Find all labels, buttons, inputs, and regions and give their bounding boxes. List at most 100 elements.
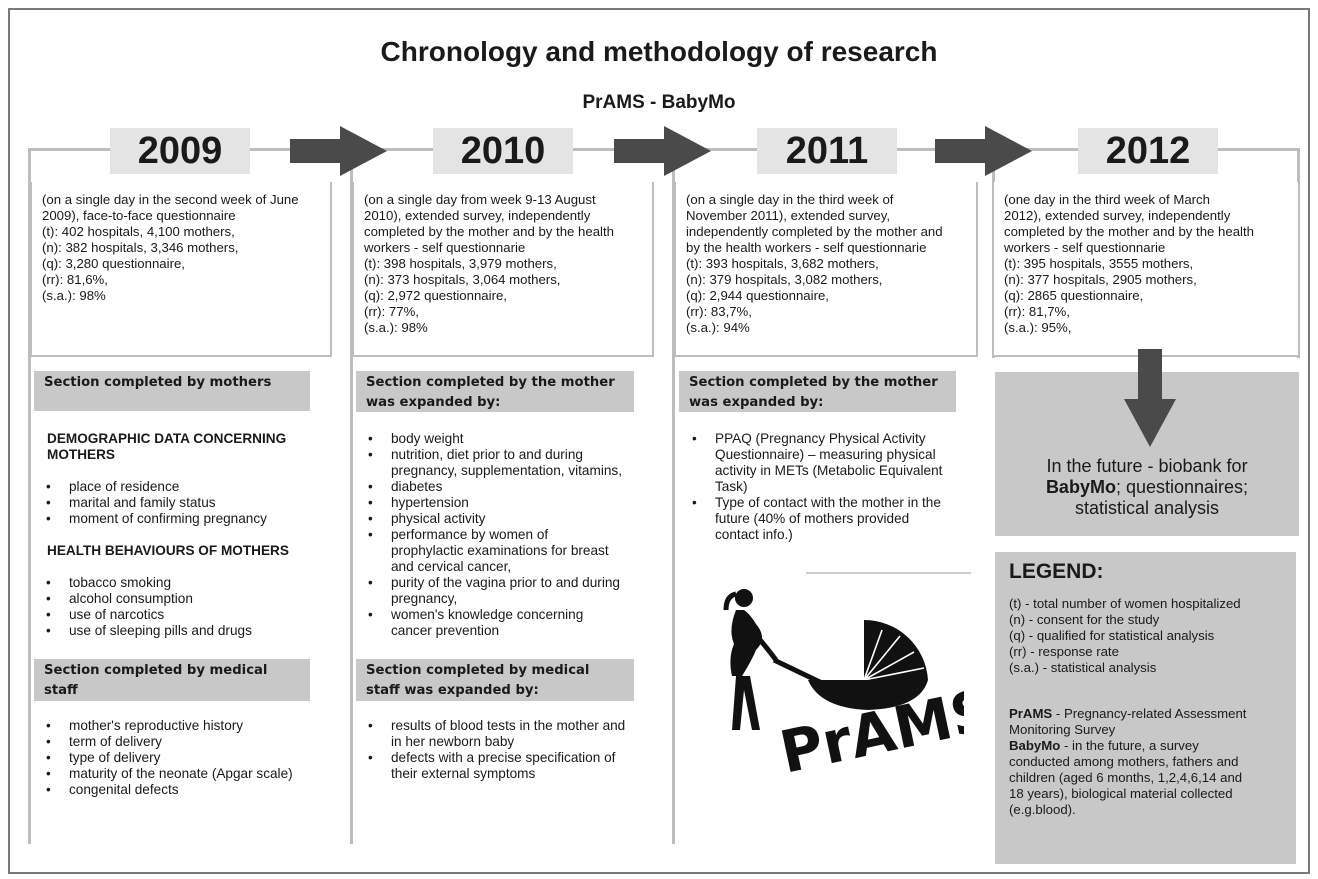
summary-line: completed by the mother and by the healt…: [1004, 224, 1254, 239]
timeline-arrow-icon: [935, 126, 1032, 176]
list-item: PPAQ (Pregnancy Physical Activity Questi…: [688, 431, 942, 495]
summary-line: (rr): 77%,: [364, 304, 419, 319]
legend-babymo-bold: BabyMo: [1009, 738, 1061, 753]
legend-prams: PrAMS - Pregnancy-related Assessment: [1009, 706, 1282, 722]
mother-expanded-list-2011: PPAQ (Pregnancy Physical Activity Questi…: [688, 431, 942, 543]
list-item: defects with a precise specification oft…: [364, 750, 625, 782]
summary-box-2010: (on a single day from week 9-13 August 2…: [352, 182, 654, 357]
list-item: maturity of the neonate (Apgar scale): [42, 766, 293, 782]
section-header-medical-staff-expanded: Section completed by medical staff was e…: [356, 659, 634, 701]
summary-line: 2010), extended survey, independently: [364, 208, 591, 223]
legend-item: (rr) - response rate: [1009, 644, 1119, 659]
list-item: Type of contact with the mother in the f…: [688, 495, 942, 543]
summary-line: (s.a.): 98%: [364, 320, 428, 335]
summary-line: November 2011), extended survey,: [686, 208, 891, 223]
summary-line: (t): 393 hospitals, 3,682 mothers,: [686, 256, 879, 271]
legend-babymo-rest: - in the future, a survey: [1060, 738, 1199, 753]
item-line: prophylactic examinations for breast: [391, 543, 609, 558]
year-label-2011: 2011: [757, 128, 897, 174]
legend-babymo: BabyMo - in the future, a survey: [1009, 738, 1282, 754]
heading-line: DEMOGRAPHIC DATA CONCERNING: [47, 431, 287, 446]
summary-line: completed by the mother and by the healt…: [364, 224, 614, 239]
health-behaviours-list: tobacco smoking alcohol consumption use …: [42, 575, 252, 639]
list-item: mother's reproductive history: [42, 718, 293, 734]
summary-line: (t): 398 hospitals, 3,979 mothers,: [364, 256, 557, 271]
legend-item: (n) - consent for the study: [1009, 612, 1160, 627]
summary-line: 2012), extended survey, independently: [1004, 208, 1231, 223]
column-line-2011: [672, 148, 675, 844]
legend-prams-rest: - Pregnancy-related Assessment: [1052, 706, 1247, 721]
item-line: results of blood tests in the mother and: [391, 718, 626, 733]
item-line: in her newborn baby: [391, 734, 515, 749]
future-line: BabyMo; questionnaires;: [995, 477, 1299, 498]
summary-line: (n): 373 hospitals, 3,064 mothers,: [364, 272, 561, 287]
summary-box-2011: (on a single day in the third week of No…: [674, 182, 978, 357]
section-header-medical-staff: Section completed by medical staff: [34, 659, 310, 701]
summary-line: 2009), face-to-face questionnaire: [42, 208, 236, 223]
item-line: pregnancy,: [391, 591, 458, 606]
summary-line: (t): 402 hospitals, 4,100 mothers,: [42, 224, 235, 239]
list-item: use of sleeping pills and drugs: [42, 623, 252, 639]
section-header-text: staff: [44, 683, 78, 698]
list-item: type of delivery: [42, 750, 293, 766]
legend-item: (q) - qualified for statistical analysis: [1009, 628, 1215, 643]
summary-line: (q): 3,280 questionnaire,: [42, 256, 185, 271]
mother-expanded-list: body weight nutrition, diet prior to and…: [364, 431, 622, 639]
summary-line: (n): 377 hospitals, 2905 mothers,: [1004, 272, 1197, 287]
summary-line: (s.a.): 95%,: [1004, 320, 1072, 335]
year-label-2012: 2012: [1078, 128, 1218, 174]
future-line: statistical analysis: [1074, 498, 1220, 518]
item-line: hypertension: [391, 495, 469, 510]
legend-title: LEGEND:: [1009, 560, 1104, 583]
list-item: marital and family status: [42, 495, 267, 511]
summary-line: workers - self questionnarie: [364, 240, 526, 255]
legend-babymo-line: children (aged 6 months, 1,2,4,6,14 and: [1009, 770, 1243, 785]
legend-item: (s.a.) - statistical analysis: [1009, 660, 1157, 675]
item-line: cancer prevention: [391, 623, 500, 638]
list-item: congenital defects: [42, 782, 293, 798]
item-line: and cervical cancer,: [391, 559, 512, 574]
summary-line: (on a single day from week 9-13 August: [364, 192, 596, 207]
item-line: PPAQ (Pregnancy Physical Activity: [715, 431, 926, 446]
item-line: defects with a precise specification of: [391, 750, 616, 765]
section-header-text: Section completed by the mother: [366, 375, 615, 390]
list-item: nutrition, diet prior to and duringpregn…: [364, 447, 622, 479]
list-item: term of delivery: [42, 734, 293, 750]
item-line: diabetes: [391, 479, 443, 494]
list-item: moment of confirming pregnancy: [42, 511, 267, 527]
future-bold: BabyMo: [1045, 477, 1116, 497]
item-line: Type of contact with the mother in the: [715, 495, 941, 510]
heading-line: MOTHERS: [47, 447, 115, 462]
timeline-arrow-icon: [290, 126, 387, 176]
summary-line: (n): 379 hospitals, 3,082 mothers,: [686, 272, 883, 287]
list-item: alcohol consumption: [42, 591, 252, 607]
list-item: hypertension: [364, 495, 622, 511]
section-header-mother-expanded: Section completed by the mother was expa…: [356, 371, 634, 412]
item-line: contact info.): [715, 527, 793, 542]
legend-panel: LEGEND: (t) - total number of women hosp…: [995, 552, 1296, 864]
legend-prams-bold: PrAMS: [1009, 706, 1053, 721]
legend-babymo-line: 18 years), biological material collected: [1009, 786, 1233, 801]
demographic-list: place of residence marital and family st…: [42, 479, 267, 527]
section-header-mothers: Section completed by mothers: [34, 371, 310, 411]
legend-item: (t) - total number of women hospitalized: [1009, 596, 1241, 611]
item-line: nutrition, diet prior to and during: [391, 447, 583, 462]
future-line: In the future - biobank for: [1046, 456, 1248, 476]
list-item: physical activity: [364, 511, 622, 527]
future-rest: ; questionnaires;: [1115, 477, 1249, 497]
list-item: purity of the vagina prior to and during…: [364, 575, 622, 607]
list-item: tobacco smoking: [42, 575, 252, 591]
medical-staff-expanded-list: results of blood tests in the mother and…: [364, 718, 625, 782]
summary-line: (s.a.): 98%: [42, 288, 106, 303]
prams-logo-icon: PrAMS: [723, 589, 964, 780]
section-header-mother-expanded-2011: Section completed by the mother was expa…: [679, 371, 956, 412]
summary-line: workers - self questionnarie: [1004, 240, 1166, 255]
summary-line: (n): 382 hospitals, 3,346 mothers,: [42, 240, 239, 255]
list-item: body weight: [364, 431, 622, 447]
summary-line: (s.a.): 94%: [686, 320, 750, 335]
section-header-text: Section completed by medical: [44, 663, 268, 678]
year-label-2009: 2009: [110, 128, 250, 174]
summary-line: (t): 395 hospitals, 3555 mothers,: [1004, 256, 1194, 271]
section-header-text: Section completed by the mother: [689, 375, 938, 390]
